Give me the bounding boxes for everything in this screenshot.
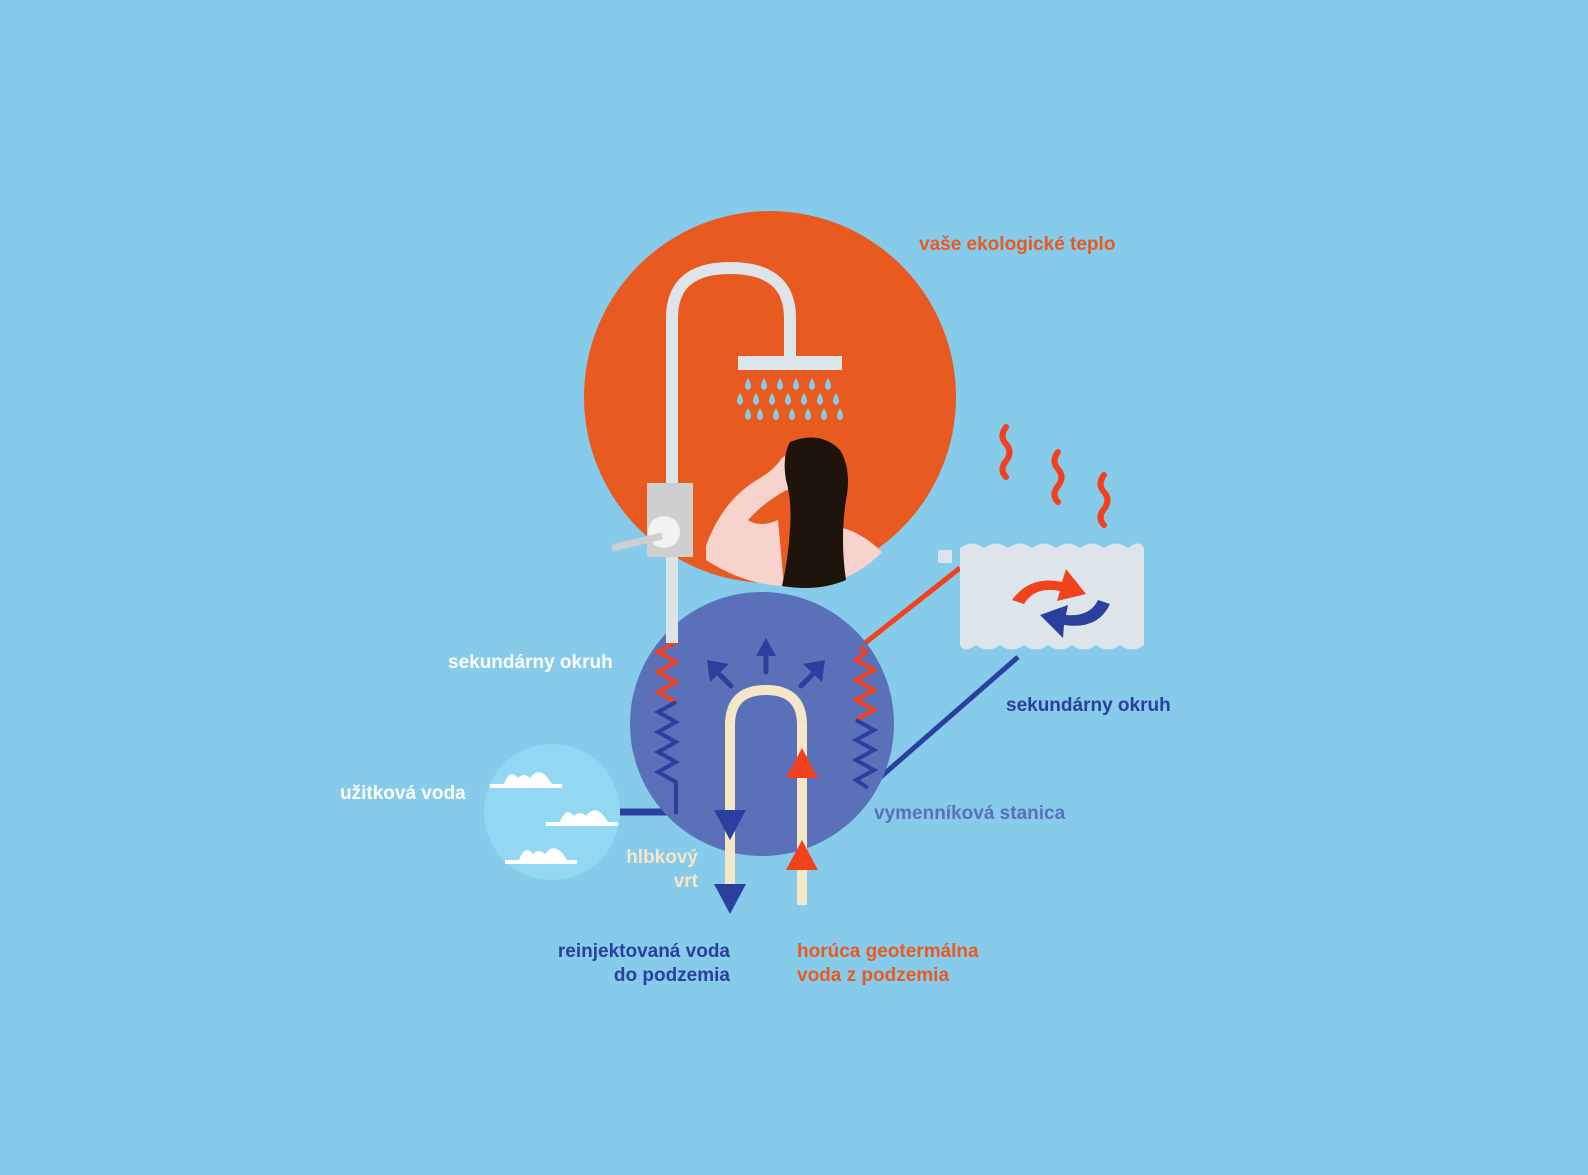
deep-well-label-line2: vrt (673, 871, 698, 892)
hot-geothermal-water-line1: horúca geotermálna (797, 941, 979, 962)
shower-icon (611, 261, 843, 643)
deep-well-pipe (714, 684, 818, 914)
heat-coil-left (653, 635, 681, 814)
utility-water-label: užitková voda (340, 783, 466, 804)
deep-well-label: hlbkový vrt (612, 846, 698, 894)
secondary-circuit-left-label: sekundárny okruh (448, 652, 613, 673)
person-showering-icon (706, 437, 882, 588)
flow-down-arrow (714, 884, 746, 914)
hot-geothermal-water-label: horúca geotermálna voda z podzemia (797, 940, 979, 988)
reinjected-water-line2: do podzemia (613, 965, 730, 986)
exchanger-station (630, 592, 894, 856)
secondary-circuit-right-label: sekundárny okruh (1006, 695, 1171, 716)
circular-arrows-icon (1012, 569, 1110, 638)
flow-up-arrow (786, 840, 818, 870)
deep-well-label-line1: hlbkový (626, 847, 698, 868)
reinjected-water-label: reinjektovaná voda do podzemia (520, 940, 730, 988)
eco-heat-circle (584, 211, 956, 643)
eco-heat-label: vaše ekologické teplo (919, 234, 1116, 255)
utility-water-tank (484, 744, 620, 880)
secondary-circuit-pipes (858, 566, 1020, 790)
heat-waves-icon (999, 424, 1111, 528)
heat-coil-right (851, 645, 879, 790)
hot-geothermal-water-line2: voda z podzemia (797, 965, 950, 986)
flow-up-arrow (786, 748, 818, 778)
upward-arrows (707, 638, 825, 689)
exchanger-station-label: vymenníková stanica (874, 803, 1066, 824)
radiator-icon (938, 543, 1144, 650)
reinjected-water-line1: reinjektovaná voda (557, 941, 730, 962)
water-waves-icon (490, 772, 618, 864)
flow-down-arrow (714, 810, 746, 840)
